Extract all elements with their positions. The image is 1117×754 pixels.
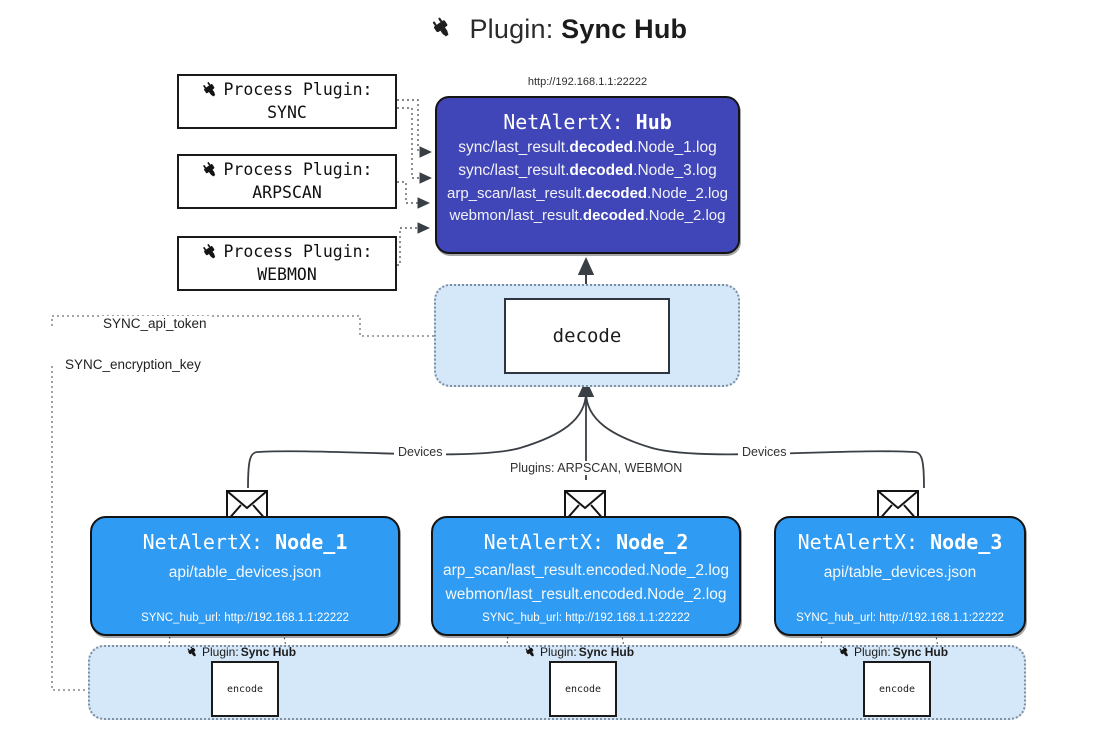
plug-icon	[201, 80, 221, 100]
node-name: Node_2	[616, 530, 689, 554]
log-pre: webmon/last_result.	[449, 207, 583, 224]
plugin-name: Sync Hub	[892, 645, 949, 659]
hub-log-row: sync/last_result.decoded.Node_1.log	[437, 139, 738, 157]
encode-box-1[interactable]: encode	[211, 661, 279, 717]
edge-label-devices-right: Devices	[738, 445, 791, 459]
encoder-plugin-label-2: Plugin: Sync Hub	[524, 645, 634, 659]
node-hub-url: SYNC_hub_url: http://192.168.1.1:22222	[141, 612, 349, 624]
node-resource-line: arp_scan/last_result.encoded.Node_2.log	[442, 562, 730, 579]
sync-encryption-key-label: SYNC_encryption_key	[62, 357, 204, 372]
encoder-plugin-label-1: Plugin: Sync Hub	[186, 645, 296, 659]
log-post: .Node_3.log	[633, 162, 717, 179]
node-title: NetAlertX: Node_2	[433, 530, 739, 554]
log-em: decoded	[582, 207, 645, 224]
log-pre: arp_scan/last_result.	[447, 185, 586, 202]
page-title-name: Sync Hub	[561, 14, 688, 44]
hub-log-row: arp_scan/last_result.decoded.Node_2.log	[437, 185, 738, 202]
edge-label-plugins-center: Plugins: ARPSCAN, WEBMON	[506, 461, 687, 475]
log-post: .Node_1.log	[633, 139, 717, 156]
page-title: Plugin: Sync Hub	[0, 14, 1117, 45]
plugin-name: Sync Hub	[240, 645, 297, 659]
node-name: Node_1	[275, 530, 348, 554]
log-post: .Node_2.log	[647, 185, 728, 202]
node-resource-line: api/table_devices.json	[168, 564, 322, 581]
node-resource-line: api/table_devices.json	[823, 564, 977, 581]
node-title: NetAlertX: Node_3	[776, 530, 1024, 554]
plugin-prefix: Plugin:	[540, 645, 577, 659]
process-plugin-name: ARPSCAN	[252, 182, 322, 202]
hub-url-label: http://192.168.1.1:22222	[527, 76, 648, 88]
process-plugin-name: SYNC	[267, 102, 307, 122]
process-plugin-box-webmon[interactable]: Process Plugin: WEBMON	[177, 236, 397, 291]
plug-icon	[430, 15, 456, 41]
plugin-prefix: Plugin:	[854, 645, 891, 659]
node-box-node-1[interactable]: NetAlertX: Node_1 api/table_devices.json…	[90, 516, 400, 636]
node-resource-line: webmon/last_result.encoded.Node_2.log	[445, 586, 727, 603]
plug-icon	[186, 645, 200, 659]
page-title-prefix: Plugin:	[469, 14, 554, 44]
plug-icon	[201, 242, 221, 262]
node-prefix: NetAlertX:	[142, 530, 264, 554]
node-name: Node_3	[930, 530, 1003, 554]
encode-box-3[interactable]: encode	[863, 661, 931, 717]
process-plugin-box-arpscan[interactable]: Process Plugin: ARPSCAN	[177, 154, 397, 209]
log-em: decoded	[585, 185, 648, 202]
log-em: decoded	[569, 162, 634, 179]
hub-node[interactable]: NetAlertX: Hub sync/last_result.decoded.…	[435, 96, 740, 254]
node-prefix: NetAlertX:	[797, 530, 919, 554]
log-pre: sync/last_result.	[458, 139, 570, 156]
node-hub-url: SYNC_hub_url: http://192.168.1.1:22222	[796, 612, 1004, 624]
plugin-name: Sync Hub	[578, 645, 635, 659]
edge-label-devices-left: Devices	[394, 445, 447, 459]
hub-log-row: sync/last_result.decoded.Node_3.log	[437, 162, 738, 180]
plug-icon	[838, 645, 852, 659]
hub-name: Hub	[635, 110, 672, 134]
process-plugin-name: WEBMON	[257, 264, 317, 284]
plug-icon	[524, 645, 538, 659]
process-plugin-box-sync[interactable]: Process Plugin: SYNC	[177, 74, 397, 129]
log-em: decoded	[569, 139, 634, 156]
process-plugin-label: Process Plugin:	[223, 79, 373, 99]
node-box-node-2[interactable]: NetAlertX: Node_2 arp_scan/last_result.e…	[431, 516, 741, 636]
plug-icon	[201, 160, 221, 180]
hub-prefix: NetAlertX:	[503, 110, 624, 134]
hub-title: NetAlertX: Hub	[437, 110, 738, 134]
decode-box[interactable]: decode	[504, 298, 670, 374]
process-plugin-label: Process Plugin:	[223, 159, 373, 179]
log-post: .Node_2.log	[644, 207, 726, 224]
sync-api-token-label: SYNC_api_token	[100, 316, 210, 331]
hub-log-row: webmon/last_result.decoded.Node_2.log	[437, 207, 738, 224]
encoder-plugin-label-3: Plugin: Sync Hub	[838, 645, 948, 659]
node-box-node-3[interactable]: NetAlertX: Node_3 api/table_devices.json…	[774, 516, 1026, 636]
log-pre: sync/last_result.	[458, 162, 570, 179]
node-hub-url: SYNC_hub_url: http://192.168.1.1:22222	[482, 612, 690, 624]
process-plugin-label: Process Plugin:	[223, 241, 373, 261]
encode-box-2[interactable]: encode	[549, 661, 617, 717]
node-prefix: NetAlertX:	[483, 530, 605, 554]
node-title: NetAlertX: Node_1	[92, 530, 398, 554]
plugin-prefix: Plugin:	[202, 645, 239, 659]
